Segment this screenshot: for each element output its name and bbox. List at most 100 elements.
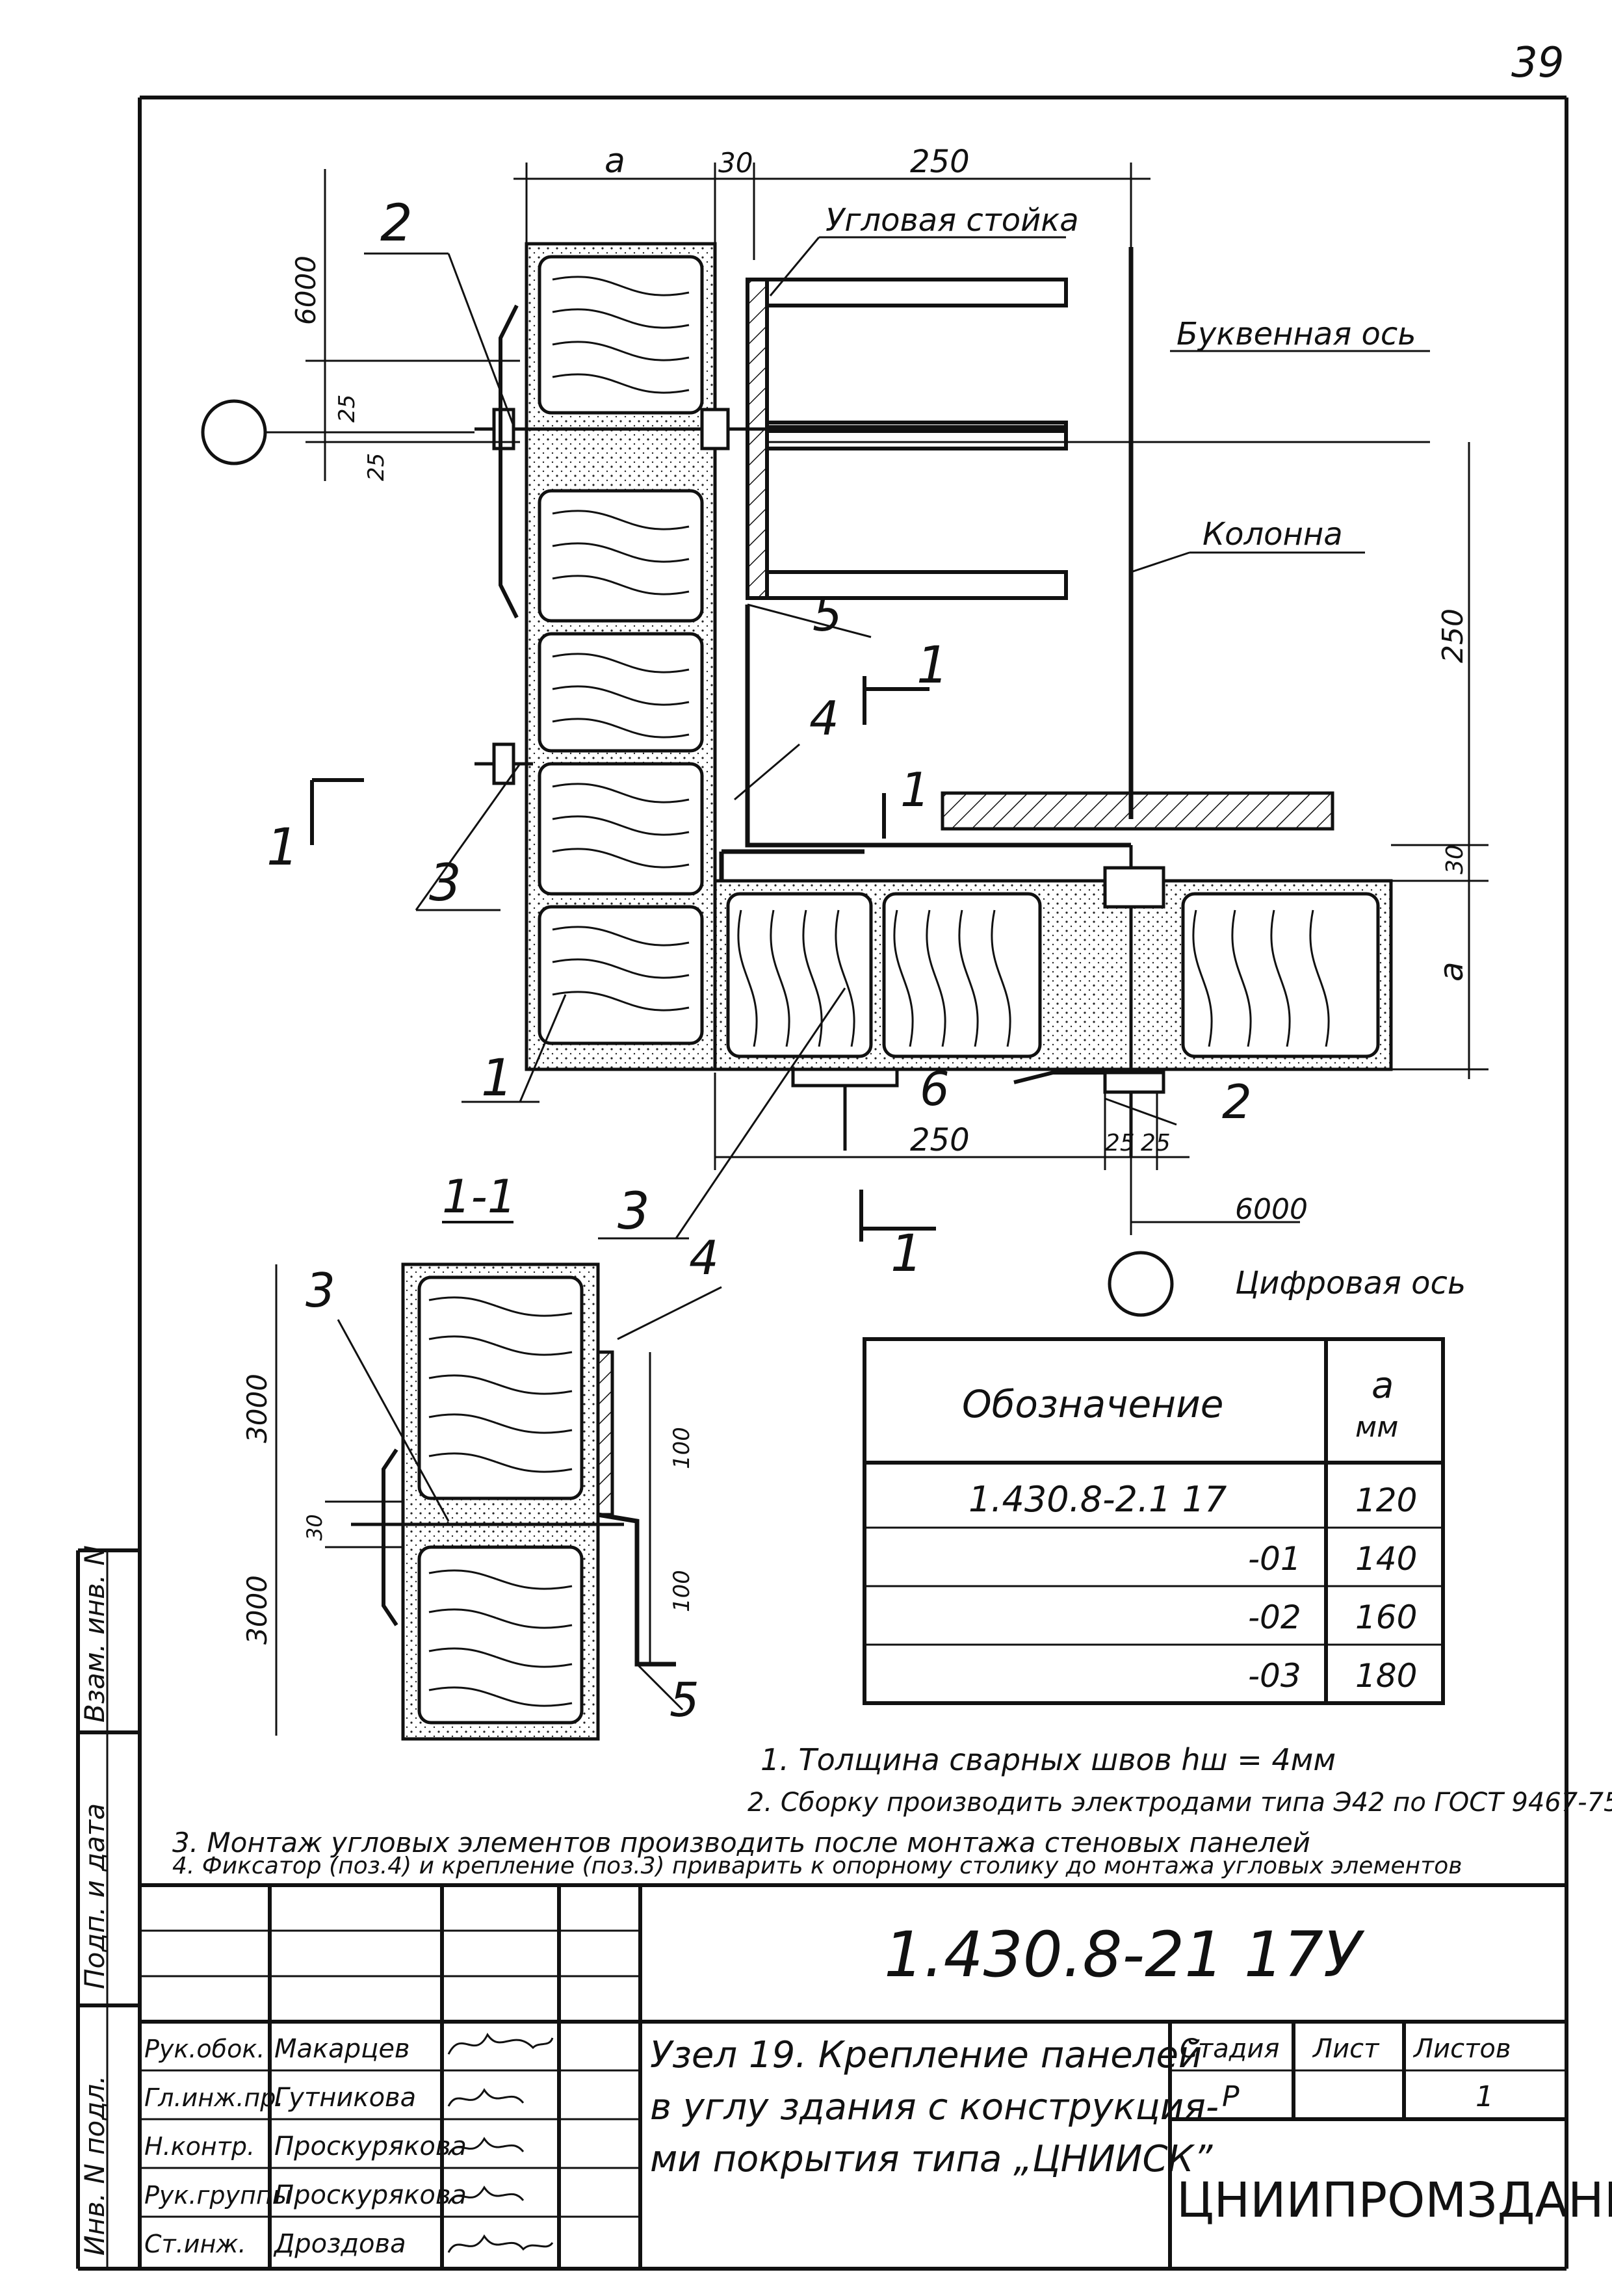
dim-100-upper: 100 (669, 1427, 695, 1469)
sheets-label: Листов (1412, 2034, 1511, 2064)
label-column: Колонна (1202, 516, 1343, 553)
dim-250-right: 250 (1436, 608, 1470, 663)
sheet-frame (78, 96, 1568, 2271)
dim-a-top: a (604, 142, 625, 181)
stamp-inv-orig: Инв. N подл. (79, 2076, 110, 2256)
dim-25-bottom-a: 25 (1105, 1130, 1135, 1156)
dim-3000-lower: 3000 (241, 1575, 273, 1645)
pos-2-lower: 2 (1222, 1075, 1252, 1129)
role-1: Гл.инж.пр. (144, 2083, 283, 2112)
dim-100-lower: 100 (669, 1570, 695, 1612)
title-line-2: в углу здания с конструкция- (650, 2086, 1219, 2128)
note-1: 1. Толщина сварных швов hш = 4мм (760, 1742, 1336, 1777)
pos-1-cut-top: 1 (916, 636, 949, 695)
role-4: Ст.инж. (144, 2230, 246, 2258)
table-row-0-designation: 1.430.8-2.1 17 (968, 1479, 1227, 1520)
spec-table-frame (863, 1337, 1445, 1705)
signatures (447, 2033, 554, 2253)
digit-axis-marker (1108, 1251, 1174, 1317)
drawing-text: Угловая стойка Буквенная ось Колонна Циф… (241, 142, 1470, 1727)
title-line-1: Узел 19. Крепление панелей (650, 2034, 1202, 2076)
table-row-1-a: 140 (1355, 1540, 1417, 1578)
side-stamp-text: Инв. N подл. Подп. и дата Взам. инв. N (79, 1545, 110, 2256)
name-4: Дроздова (273, 2229, 406, 2259)
dim-3000-upper: 3000 (241, 1374, 273, 1443)
dim-30-top: 30 (718, 147, 753, 179)
dim-25-bottom-b: 25 (1141, 1130, 1171, 1156)
dim-6000-bottom: 6000 (1235, 1193, 1308, 1226)
drawing-code: 1.430.8-21 17У (884, 1918, 1365, 1991)
stage-value: Р (1222, 2080, 1240, 2113)
section-title: 1-1 (442, 1170, 516, 1223)
title-line-3: ми покрытия типа „ЦНИИСК” (650, 2138, 1213, 2180)
pos-4-plan: 4 (809, 691, 839, 746)
role-3: Рук.группы (144, 2181, 292, 2210)
role-2: Н.контр. (144, 2132, 255, 2161)
dim-30-right: 30 (1442, 844, 1468, 874)
table-row-2-designation: -02 (1248, 1598, 1301, 1636)
plan-view (201, 163, 1488, 1317)
table-header-a: a (1372, 1364, 1394, 1407)
note-2: 2. Сборку производить электродами типа Э… (748, 1788, 1612, 1818)
leader-lines (364, 236, 1430, 1240)
name-3: Проскурякова (274, 2180, 467, 2210)
stage-label: Стадия (1180, 2034, 1279, 2064)
table-header-designation: Обозначение (962, 1382, 1223, 1426)
pos-1-cut-bottom: 1 (890, 1225, 923, 1283)
table-row-1-designation: -01 (1248, 1540, 1301, 1578)
role-0: Рук.обок. (144, 2035, 265, 2063)
dim-25-b: 25 (363, 453, 389, 481)
dim-30-section: 30 (302, 1514, 327, 1541)
side-stamp-frame (76, 1548, 140, 2269)
support-slab (941, 791, 1334, 831)
table-row-3-designation: -03 (1248, 1657, 1301, 1695)
table-row-2-a: 160 (1355, 1598, 1417, 1636)
pos-6-plan: 6 (920, 1062, 950, 1116)
dim-a-right: a (1433, 961, 1470, 982)
title-block-text: 1.430.8-21 17У Узел 19. Крепление панеле… (144, 1918, 1612, 2259)
section-cut-marks (310, 676, 936, 1242)
corner-angle (745, 605, 1131, 848)
dim-6000-left: 6000 (290, 255, 322, 325)
pos-3-section: 3 (306, 1263, 335, 1318)
organization: ЦНИИПРОМЗДАНИЙ (1176, 2171, 1612, 2228)
name-0: Макарцев (274, 2034, 410, 2064)
pos-5-plan: 5 (812, 587, 842, 642)
dim-250-bottom: 250 (910, 1122, 970, 1158)
pos-1-cut-left: 1 (266, 818, 299, 877)
table-row-0-a: 120 (1355, 1481, 1417, 1519)
page-number: 39 (1511, 39, 1565, 87)
letter-axis-marker (201, 399, 267, 465)
dim-250-top: 250 (910, 144, 970, 180)
dimension-lines (306, 163, 1488, 1235)
pos-5-section: 5 (670, 1673, 699, 1727)
bracket-upper (499, 304, 519, 619)
dim-25-a: 25 (334, 395, 360, 423)
label-corner-post: Угловая стойка (826, 202, 1079, 239)
corner-post (746, 278, 1068, 600)
stamp-sign-date: Подп. и дата (79, 1803, 110, 1989)
pos-1-cut-mid: 1 (900, 763, 930, 817)
pos-4-section: 4 (689, 1231, 719, 1285)
pos-2-upper: 2 (380, 194, 413, 253)
name-1: Гутникова (274, 2083, 416, 2113)
pos-3-bottom: 3 (618, 1182, 650, 1241)
name-2: Проскурякова (274, 2132, 467, 2161)
spec-table-text: Обозначение a мм 1.430.8-2.1 17 120 -01 … (962, 1364, 1417, 1695)
sheets-value: 1 (1476, 2080, 1494, 2113)
note-4: 4. Фиксатор (поз.4) и крепление (поз.3) … (172, 1853, 1462, 1879)
sheet-label: Лист (1312, 2034, 1380, 2064)
bracket-lower (1013, 1071, 1105, 1084)
label-digit-axis: Цифровая ось (1235, 1265, 1466, 1301)
label-letter-axis: Буквенная ось (1176, 316, 1416, 352)
table-header-unit: мм (1355, 1411, 1398, 1444)
note-3: 3. Монтаж угловых элементов производить … (172, 1827, 1310, 1859)
insulation-squiggles (552, 276, 690, 1011)
table-row-3-a: 180 (1355, 1657, 1417, 1695)
stamp-replace-inv: Взам. инв. N (79, 1545, 110, 1723)
pos-3-plan: 3 (429, 854, 462, 913)
section-view (275, 1221, 722, 1741)
pos-1-plan: 1 (481, 1049, 514, 1108)
title-block-frame (140, 1883, 1566, 2269)
